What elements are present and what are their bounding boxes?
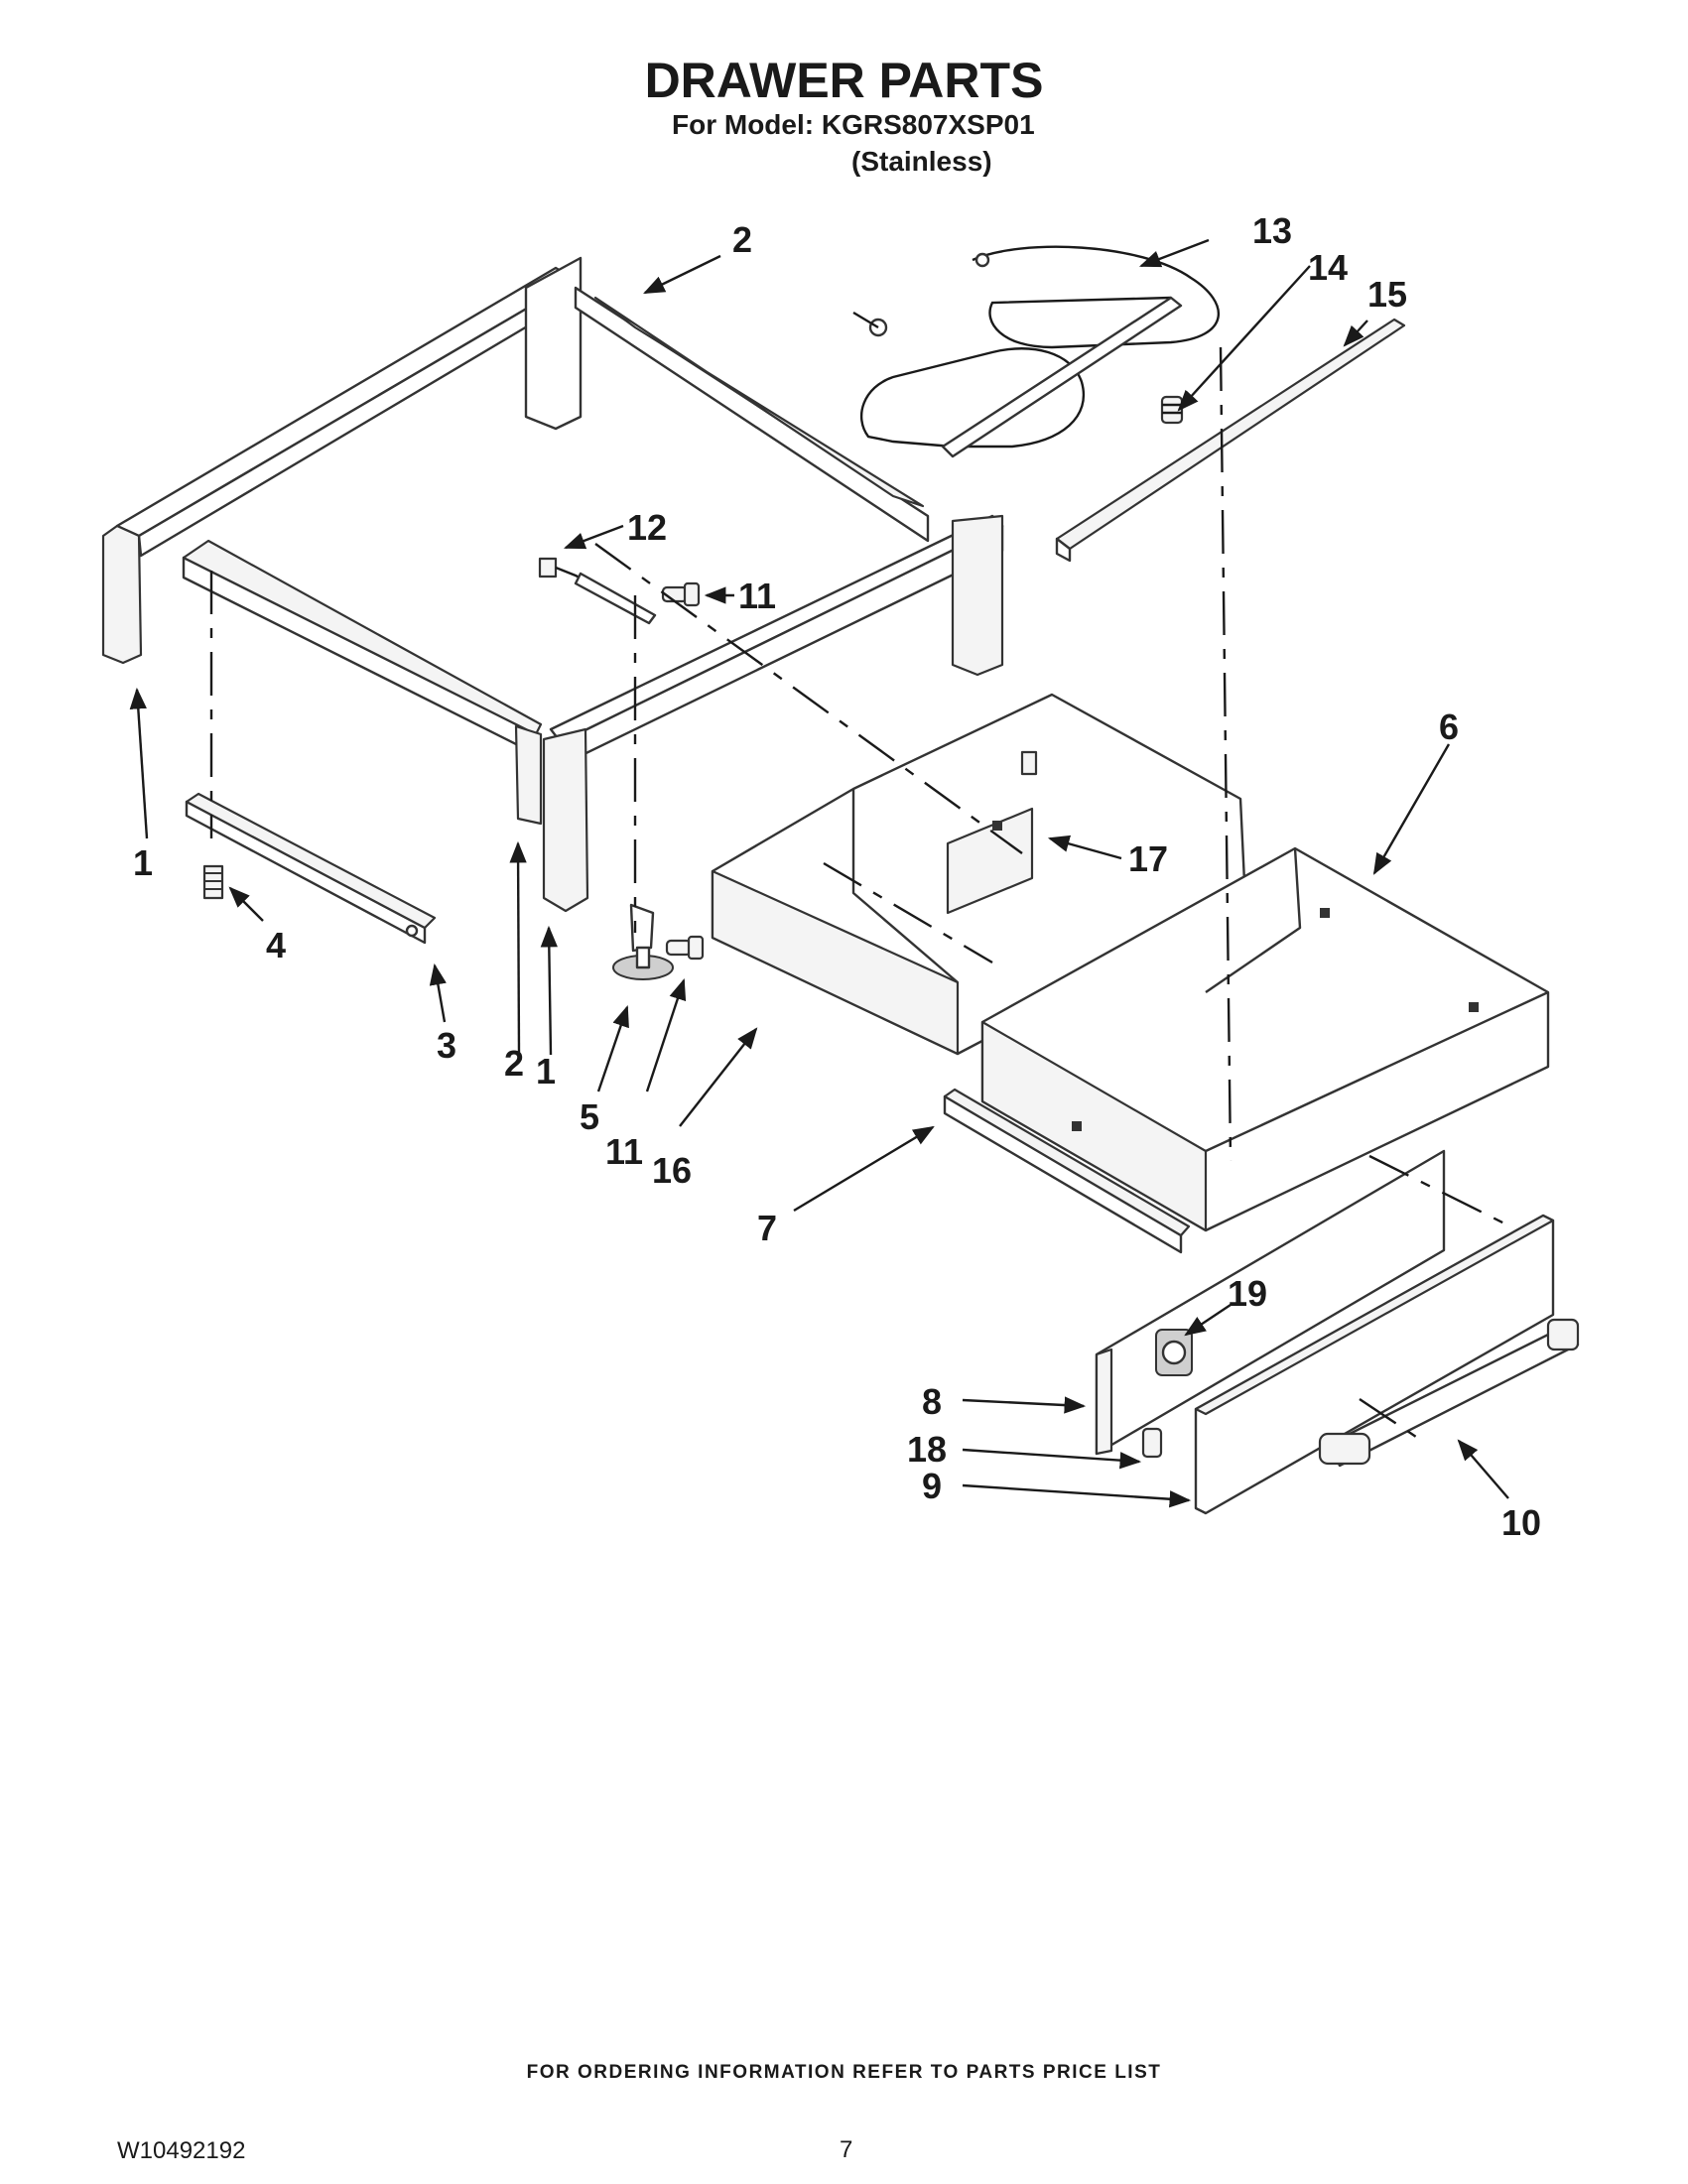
alignment-lines <box>209 346 1509 1440</box>
callout-8: 8 <box>922 1381 942 1422</box>
callout-4: 4 <box>266 925 286 965</box>
callout-10: 10 <box>1501 1502 1541 1543</box>
page-number: 7 <box>840 2136 853 2163</box>
model-line: For Model: KGRS807XSP01 <box>672 109 1035 140</box>
callout-18: 18 <box>907 1429 947 1470</box>
callout-2-top: 2 <box>732 219 752 260</box>
callout-12: 12 <box>627 507 667 548</box>
callout-17: 17 <box>1128 838 1168 879</box>
finish-label: (Stainless) <box>851 146 992 177</box>
element-bracket <box>1055 318 1406 563</box>
leveling-spring <box>202 864 224 900</box>
callout-1-right: 1 <box>536 1051 556 1092</box>
temperature-sensor <box>538 557 657 625</box>
callout-14: 14 <box>1308 247 1348 288</box>
document-number: W10492192 <box>117 2137 246 2164</box>
callout-5: 5 <box>580 1096 599 1137</box>
callout-16: 16 <box>652 1150 692 1191</box>
callout-3: 3 <box>437 1025 456 1066</box>
screw-lower <box>665 935 705 961</box>
callout-13: 13 <box>1252 210 1292 251</box>
drawer-handle <box>1318 1318 1580 1468</box>
door-screw <box>1141 1427 1163 1459</box>
callout-labels: 1 1 2 2 3 4 5 6 7 8 9 10 11 11 12 13 14 … <box>133 210 1541 1543</box>
callout-6: 6 <box>1439 707 1459 747</box>
page-title: DRAWER PARTS <box>644 53 1044 108</box>
drawer-front-panel <box>1095 1149 1446 1456</box>
callout-leaders <box>129 238 1509 1508</box>
drawer-pan <box>980 846 1550 1232</box>
callout-11-upper: 11 <box>738 576 776 616</box>
callout-19: 19 <box>1228 1273 1267 1314</box>
callout-15: 15 <box>1367 274 1407 315</box>
screw-upper <box>661 581 701 607</box>
drawer-slide-rail-right <box>943 1088 1191 1254</box>
callout-1-left: 1 <box>133 842 153 883</box>
drawer-slide-rail-left <box>185 792 437 945</box>
callout-11-lower: 11 <box>605 1131 643 1172</box>
drawer-door <box>1194 1214 1555 1515</box>
callout-7: 7 <box>757 1208 777 1248</box>
ordering-note: FOR ORDERING INFORMATION REFER TO PARTS … <box>526 2062 1162 2083</box>
frame-assembly <box>101 256 1004 913</box>
leveling-leg <box>612 903 674 980</box>
callout-2-bottom: 2 <box>504 1043 524 1084</box>
element-screw <box>1160 395 1184 425</box>
callout-9: 9 <box>922 1466 942 1506</box>
bake-element <box>852 245 1220 458</box>
